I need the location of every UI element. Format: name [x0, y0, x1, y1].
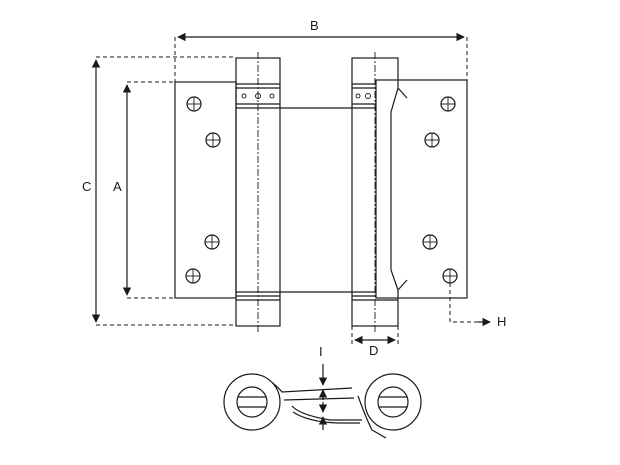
dimension-h: H: [449, 283, 506, 329]
left-barrel: [235, 52, 281, 332]
dimension-a-label: A: [113, 179, 122, 194]
left-leaf-plate: [174, 81, 237, 299]
hinge-cross-section: [223, 373, 422, 439]
dimension-d-label: D: [369, 343, 378, 358]
dimension-c-label: C: [82, 179, 91, 194]
screw-icon: [204, 234, 220, 250]
dimension-a: A: [113, 81, 175, 299]
screw-icon: [205, 132, 221, 148]
dimension-b-label: B: [310, 18, 319, 33]
screw-icon: [422, 234, 438, 250]
dimension-c: C: [82, 56, 234, 326]
dimension-i-label: I: [319, 344, 323, 359]
dimension-h-label: H: [497, 314, 506, 329]
dimension-i: I: [318, 344, 328, 430]
dimension-b: B: [174, 18, 468, 82]
center-plate: [280, 107, 352, 293]
dimension-d: D: [351, 326, 399, 358]
right-leaf-plate: [375, 79, 468, 299]
screw-icon: [442, 268, 458, 284]
screw-icon: [185, 268, 201, 284]
screw-icon: [186, 96, 202, 112]
screw-icon: [424, 132, 440, 148]
screw-icon: [440, 96, 456, 112]
